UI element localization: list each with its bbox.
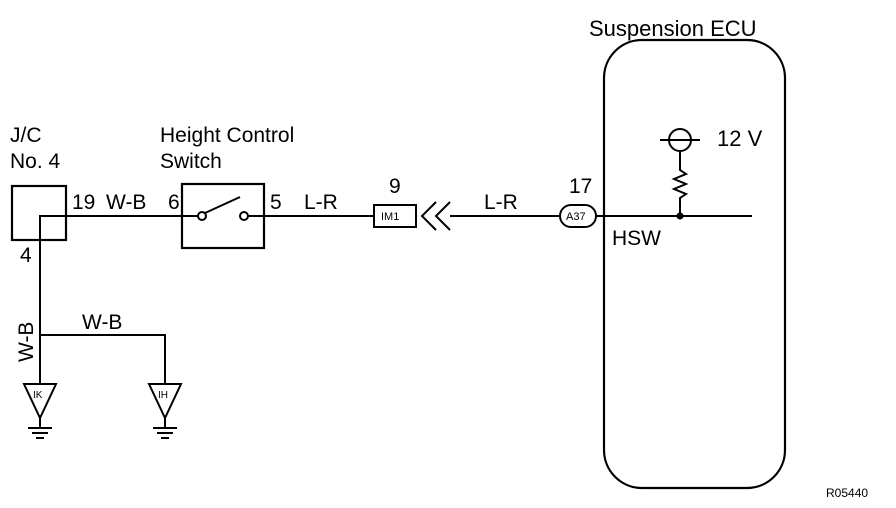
ground-icon bbox=[153, 418, 177, 439]
figure-reference: R05440 bbox=[826, 486, 868, 500]
jc-pin-in: 19 bbox=[72, 191, 95, 214]
ground-point-ih bbox=[147, 383, 183, 421]
wire-color-jc-switch: W-B bbox=[106, 191, 146, 214]
switch-pin-right: 5 bbox=[270, 191, 282, 214]
switch-contact-icon bbox=[197, 211, 207, 221]
ground-wire-branch bbox=[40, 334, 166, 384]
connector-a37-pin: 17 bbox=[569, 175, 592, 198]
ground-point-ik bbox=[22, 383, 58, 421]
connector-chevron-icon bbox=[434, 201, 451, 231]
ecu-title: Suspension ECU bbox=[589, 16, 757, 41]
switch-pin-left: 6 bbox=[168, 191, 180, 214]
wire-color-ground-branch: W-B bbox=[82, 311, 122, 334]
connector-im1-label: IM1 bbox=[381, 211, 399, 223]
switch-title-line2: Switch bbox=[160, 150, 222, 173]
wire-color-switch-im1: L-R bbox=[304, 191, 338, 214]
switch-contact-icon bbox=[239, 211, 249, 221]
ecu-terminal-label: HSW bbox=[612, 227, 661, 250]
voltage-source-icon bbox=[660, 128, 700, 166]
jc-internal-wire bbox=[39, 215, 182, 240]
connector-im1 bbox=[373, 204, 417, 228]
ecu-voltage-label: 12 V bbox=[717, 126, 763, 151]
connector-a37 bbox=[559, 204, 597, 228]
ground-ik-label: IK bbox=[33, 390, 43, 401]
pullup-resistor-icon bbox=[671, 166, 689, 216]
switch-lever-icon bbox=[204, 196, 241, 214]
connector-im1-pin: 9 bbox=[389, 175, 401, 198]
connector-a37-label: A37 bbox=[566, 211, 586, 223]
connector-chevron-icon bbox=[420, 201, 437, 231]
switch-title-line1: Height Control bbox=[160, 124, 294, 147]
suspension-ecu-box bbox=[602, 38, 787, 490]
jc-pin-out: 4 bbox=[20, 244, 32, 267]
wire-color-ground-vertical: W-B bbox=[15, 322, 38, 362]
ground-icon bbox=[28, 418, 52, 439]
jc-title-line2: No. 4 bbox=[10, 150, 61, 173]
ground-ih-label: IH bbox=[158, 390, 168, 401]
wire-color-a37-im1: L-R bbox=[484, 191, 518, 214]
jc-title-line1: J/C bbox=[10, 124, 42, 147]
